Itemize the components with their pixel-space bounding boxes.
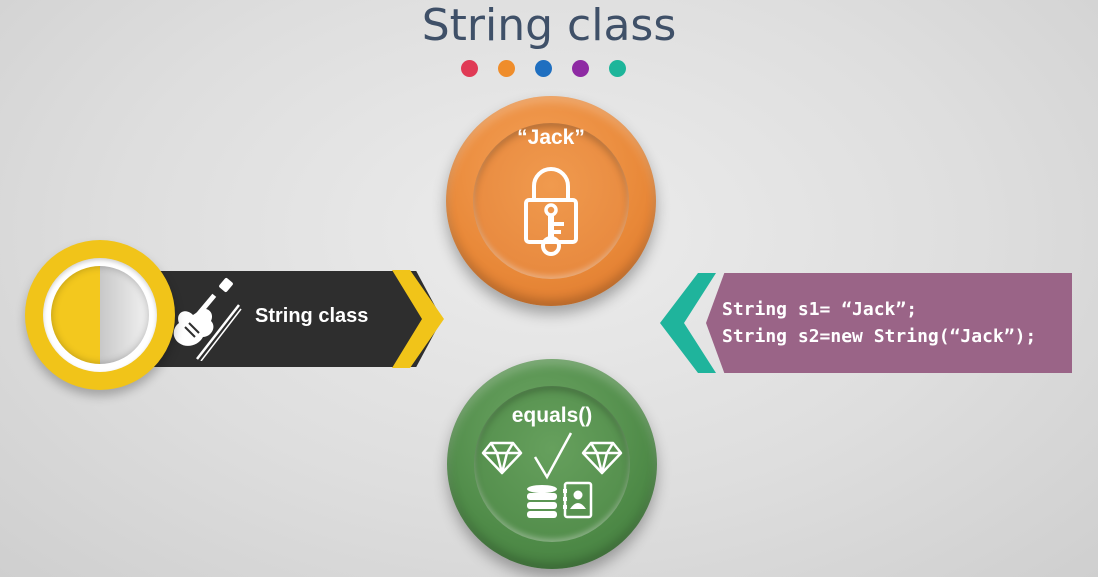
dot-purple [572, 60, 589, 77]
teal-chevron-icon [660, 273, 716, 373]
jack-literal-label: “Jack” [517, 126, 585, 149]
jack-literal-coin: “Jack” [446, 96, 656, 306]
code-example-banner: String s1= “Jack”; String s2=new String(… [706, 273, 1072, 373]
string-class-label: String class [255, 305, 369, 327]
checkmark-icon [533, 432, 573, 480]
dot-blue [535, 60, 552, 77]
yellow-chevron-icon [392, 270, 444, 368]
dot-teal [609, 60, 626, 77]
code-line: String s1= “Jack”; [722, 299, 918, 320]
slide-title: String class [421, 0, 677, 51]
equals-method-coin: equals() [447, 359, 657, 569]
equals-method-label: equals() [511, 404, 593, 427]
code-line: String s2=new String(“Jack”); [722, 326, 1037, 347]
diamond-icon [481, 441, 523, 475]
contact-card-icon [563, 481, 593, 519]
code-snippet: String s1= “Jack”; String s2=new String(… [722, 296, 1036, 350]
half-circle-icon [51, 266, 149, 364]
diamond-icon [581, 441, 623, 475]
violin-icon [173, 278, 242, 361]
yellow-ring [25, 240, 175, 390]
color-dots [461, 60, 626, 77]
string-class-banner-group: String class [25, 240, 455, 395]
database-icon [527, 485, 557, 518]
dot-red [461, 60, 478, 77]
dot-orange [498, 60, 515, 77]
padlock-key-icon [524, 167, 578, 256]
comparison-icons [481, 432, 623, 519]
